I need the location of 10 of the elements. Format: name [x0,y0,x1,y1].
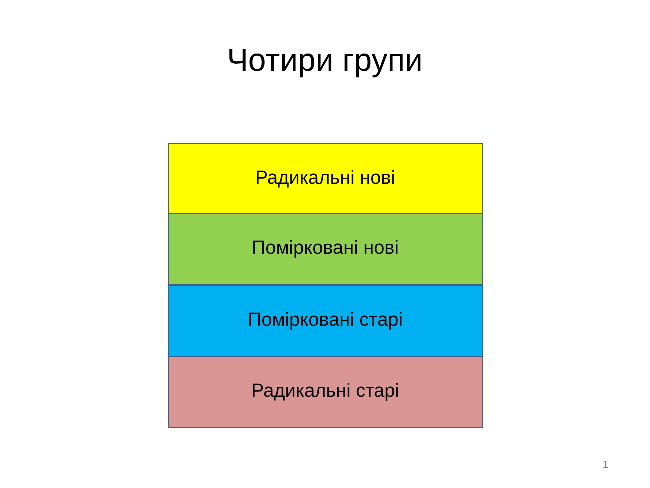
page-number: 1 [603,460,609,471]
group-name: Помірковані старі [248,310,403,332]
group-name: Радикальні старі [252,381,400,403]
group-band [168,285,483,357]
group-name: Радикальні нові [256,168,396,190]
group-band [168,213,483,285]
group-name: Помірковані нові [252,238,399,260]
slide-title: Чотири групи [226,42,424,79]
group-band [168,143,483,215]
group-band [168,356,483,428]
